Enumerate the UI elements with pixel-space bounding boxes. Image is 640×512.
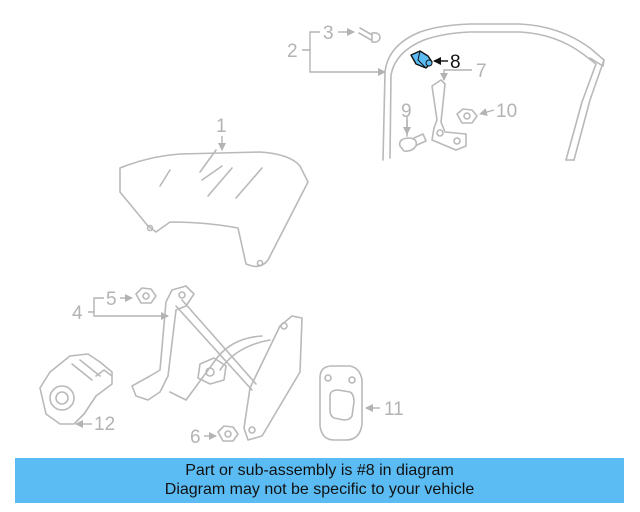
leader-3 (309, 31, 320, 50)
callout-11: 11 (384, 399, 404, 420)
callout-1: 1 (216, 116, 227, 137)
window-regulator-part-4 (131, 285, 303, 441)
callout-6: 6 (190, 427, 201, 448)
callout-7: 7 (476, 61, 487, 82)
info-banner: Part or sub-assembly is #8 in diagram Di… (15, 458, 624, 503)
bracket-part-7 (431, 79, 467, 151)
window-glass-part-1 (119, 149, 309, 268)
nut-part-6 (217, 425, 239, 442)
leader-10 (479, 108, 495, 116)
callout-2: 2 (287, 41, 298, 62)
nut-part-10 (456, 108, 478, 124)
callout-8: 8 (450, 52, 461, 73)
callout-3: 3 (323, 23, 334, 44)
callout-4: 4 (72, 303, 83, 324)
screw-part-3 (358, 27, 381, 43)
nut-part-5 (135, 287, 157, 304)
leader-4 (88, 311, 169, 320)
access-cover-part-11 (319, 365, 363, 441)
clip-part-8 (410, 50, 433, 69)
regulator-motor-part-12 (39, 353, 113, 425)
callout-10: 10 (496, 101, 517, 122)
callout-12: 12 (94, 414, 115, 435)
banner-line-1: Part or sub-assembly is #8 in diagram (185, 462, 454, 479)
callout-5: 5 (106, 289, 117, 310)
banner-line-2: Diagram may not be specific to your vehi… (164, 481, 475, 498)
leader-7 (440, 69, 472, 81)
bolt-part-9 (398, 116, 427, 152)
callout-9: 9 (401, 101, 412, 122)
door-frame-channel (382, 23, 605, 161)
leader-2 (302, 49, 386, 76)
leader-4b (93, 297, 104, 312)
